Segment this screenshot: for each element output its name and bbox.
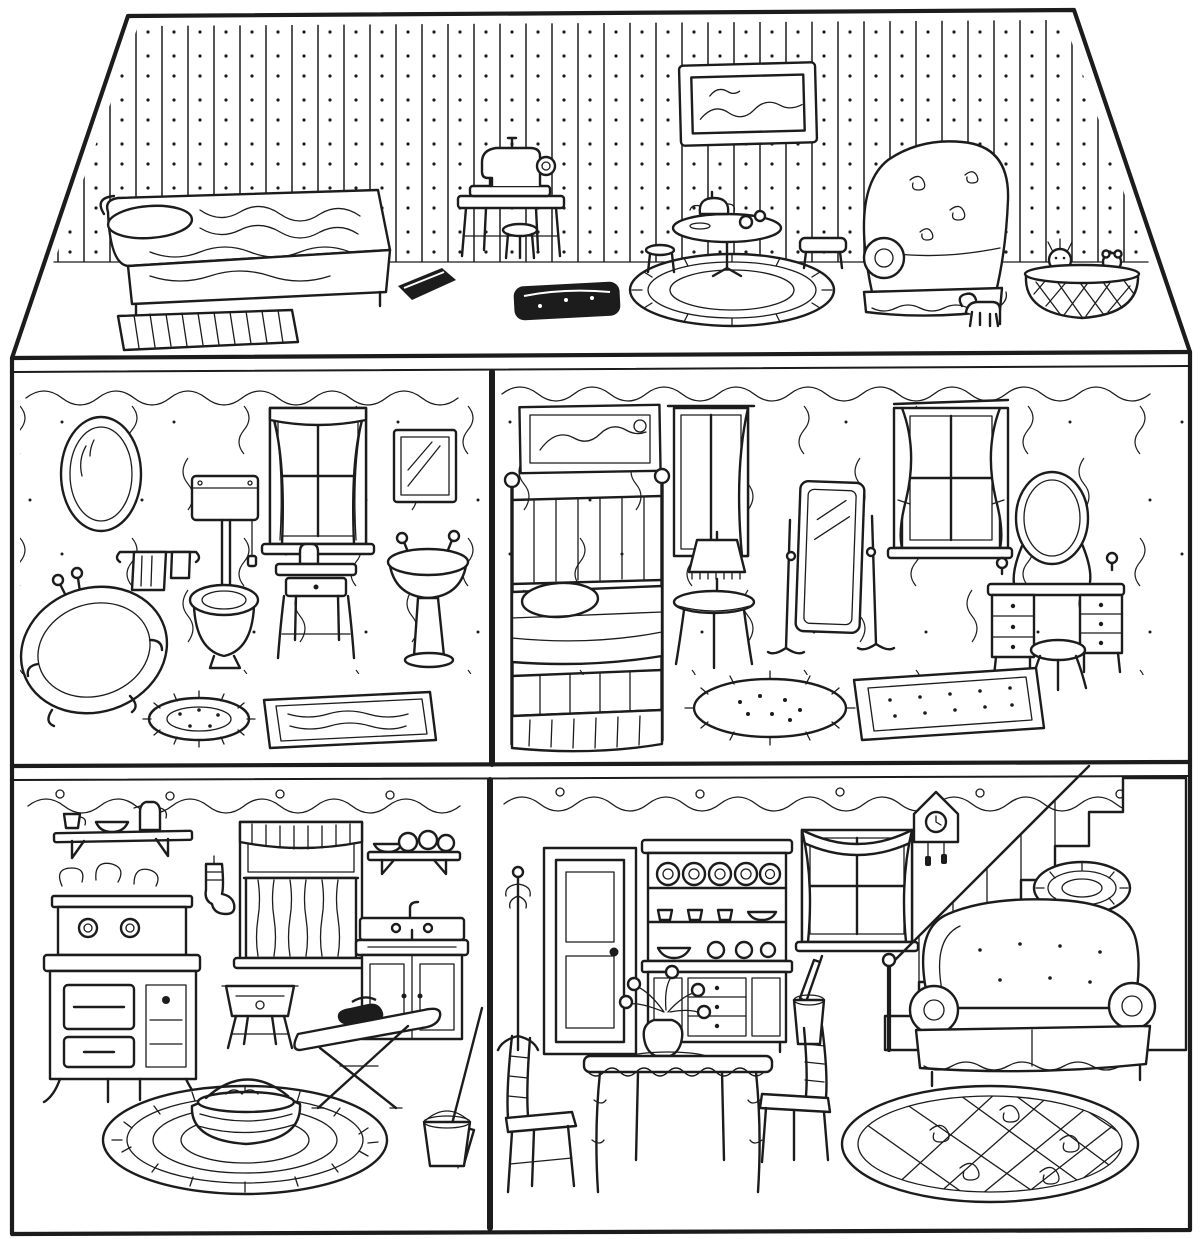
- bathroom-rug: [262, 690, 438, 750]
- sofa: [908, 898, 1157, 1088]
- living-round-rug: [840, 1084, 1140, 1204]
- suitcase: [513, 281, 621, 321]
- armchair: [862, 140, 1010, 317]
- attic-stool: [644, 243, 676, 274]
- pedestal-sink: [386, 529, 470, 669]
- footstool: [798, 236, 848, 270]
- dining-table: [582, 964, 774, 1194]
- kitchen-window: [232, 820, 370, 970]
- bathroom-round-rug: [142, 690, 256, 748]
- sewing-machine-table: [456, 136, 566, 258]
- stove: [42, 862, 204, 1104]
- hanging-stocking: [204, 855, 236, 916]
- sewing-stool: [501, 222, 539, 260]
- attic-bed: [99, 188, 392, 320]
- toy-basket: [1023, 238, 1141, 320]
- toilet: [188, 474, 260, 670]
- room-attic: [99, 61, 1141, 352]
- broom-and-bucket: [422, 1006, 484, 1169]
- bedroom-bed: [503, 467, 671, 753]
- bathroom-window: [260, 406, 376, 556]
- china-cabinet: [640, 838, 794, 1054]
- vanity-table: [986, 470, 1126, 692]
- umbrella-stand: [792, 954, 826, 1046]
- attic-rug: [116, 308, 300, 352]
- cuckoo-clock: [912, 790, 960, 866]
- laundry-basket: [190, 1078, 302, 1146]
- bedroom-rug: [852, 666, 1046, 742]
- kitchen-box-stand: [221, 984, 299, 1050]
- bedroom-window-left: [666, 404, 756, 558]
- washstand: [274, 542, 358, 660]
- cheval-mirror: [766, 480, 896, 655]
- framed-picture: [677, 61, 819, 147]
- kitchen-wall-shelf: [52, 800, 194, 860]
- room-bathroom: [19, 406, 470, 750]
- floor-bands: [9, 349, 1193, 1231]
- bedroom-window-right: [886, 398, 1014, 560]
- room-bedroom: [503, 398, 1126, 753]
- toy-dog: [958, 291, 1008, 328]
- bathtub: [19, 566, 169, 728]
- coat-stand: [496, 865, 540, 1052]
- door: [542, 846, 638, 1056]
- room-kitchen: [42, 800, 484, 1196]
- bedside-table-lamp: [672, 530, 756, 670]
- living-window: [794, 828, 920, 953]
- room-living: [496, 764, 1188, 1204]
- dining-chair-left: [504, 1034, 578, 1194]
- dining-chair-right: [758, 1024, 832, 1164]
- book: [398, 268, 456, 300]
- tea-table: [671, 190, 783, 278]
- ironing-board: [293, 996, 442, 1110]
- bedroom-round-rug: [684, 670, 856, 746]
- towel-rail: [115, 550, 201, 592]
- oval-mirror: [59, 415, 143, 533]
- fruit-shelf: [366, 829, 462, 876]
- bedroom-picture: [518, 403, 662, 475]
- wall-cabinet: [392, 428, 458, 504]
